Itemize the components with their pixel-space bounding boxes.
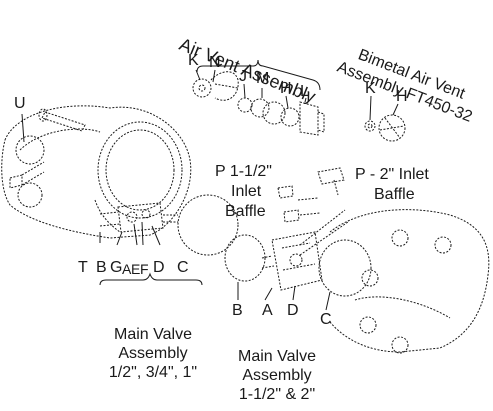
main-valve-assembly-small (99, 194, 239, 256)
left-trap-body (1, 105, 192, 239)
label-air-vent-n: N (209, 54, 221, 71)
main-valve-large-line-1: Main Valve (238, 348, 316, 365)
baffle-large-line-2: Baffle (374, 186, 415, 203)
label-left-b: B (96, 259, 107, 276)
main-valve-large-line-3: 1-1/2" & 2" (238, 386, 316, 403)
baffle-small-line-2: Inlet (231, 183, 262, 200)
main-valve-small-line-3: 1/2", 3/4", 1" (108, 364, 198, 381)
air-vent-bracket (196, 59, 321, 91)
baffle-small-line-1: P 1-1/2" (215, 163, 272, 180)
right-trap-body (329, 209, 490, 354)
label-left-u: U (14, 95, 26, 112)
main-valve-small-caption: Main Valve Assembly 1/2", 3/4", 1" (98, 325, 208, 382)
label-right-d: D (287, 302, 299, 319)
main-valve-small-line-1: Main Valve (114, 326, 192, 343)
label-air-vent-h: H (280, 80, 292, 97)
baffle-large-line-1: P - 2" Inlet (355, 166, 429, 183)
label-air-vent-l: L (300, 83, 309, 100)
label-left-f: F (140, 261, 149, 277)
leader-bimetal (369, 95, 399, 121)
label-left-d: D (153, 259, 165, 276)
bolt-u (9, 108, 86, 189)
label-bimetal-k: K (365, 80, 376, 97)
air-vent-parts (192, 71, 325, 136)
label-right-a: A (262, 302, 273, 319)
main-valve-large-caption: Main Valve Assembly 1-1/2" & 2" (222, 347, 332, 404)
label-left-e: E (131, 261, 141, 277)
main-valve-large-line-2: Assembly (242, 367, 312, 384)
leader-air-vent (195, 69, 307, 109)
label-right-c: C (320, 311, 332, 328)
leader-left-letters (99, 221, 161, 246)
leader-right-letters (237, 282, 331, 311)
label-left-c: C (177, 259, 189, 276)
main-valve-small-brace (99, 272, 203, 286)
main-valve-small-line-2: Assembly (118, 345, 188, 362)
label-air-vent-k: K (188, 52, 199, 69)
bimetal-vent-parts (364, 114, 406, 142)
label-air-vent-j: J (239, 68, 247, 85)
label-air-vent-m: M (256, 70, 270, 87)
leader-u (21, 113, 25, 143)
main-valve-assembly-large (224, 209, 372, 297)
label-bimetal-h: H (396, 88, 408, 105)
label-right-b: B (232, 302, 243, 319)
label-left-t: T (78, 259, 88, 276)
baffle-small-line-3: Baffle (225, 203, 266, 220)
label-left-a: A (122, 261, 131, 277)
baffle-parts (277, 167, 345, 223)
label-left-g: G (110, 259, 123, 276)
